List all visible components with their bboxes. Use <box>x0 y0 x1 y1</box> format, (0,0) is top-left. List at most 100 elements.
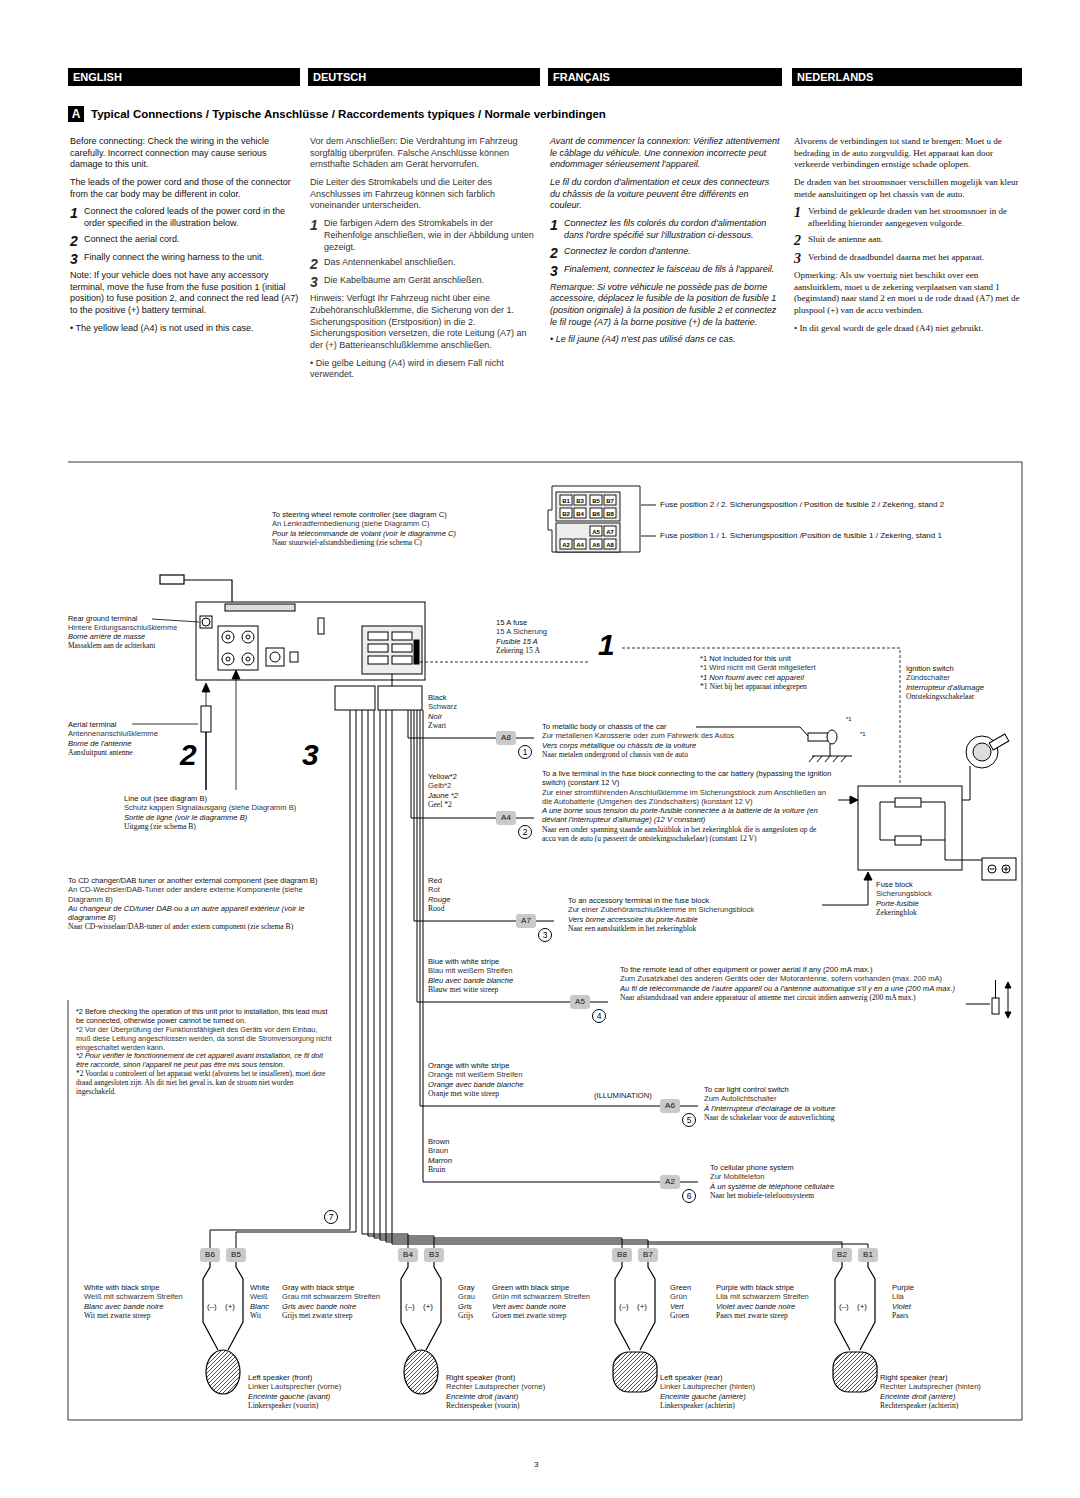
instruction-text: Avant de commencer la connexion: Vérifie… <box>550 136 780 171</box>
node-text: 5 <box>687 1115 692 1125</box>
step-text: Sluit de antenne aan. <box>808 234 883 248</box>
wire <box>368 710 434 1248</box>
label-group: Blue with white stripeBlau mit weißem St… <box>428 957 578 994</box>
annotation: To an accessory terminal in the fuse blo… <box>568 896 818 905</box>
label-group: (+) <box>225 1302 239 1312</box>
leader-line <box>622 648 900 784</box>
annotation: Zur einer stromführenden Anschlußklemme … <box>542 788 832 807</box>
instruction-column: Before connecting: Check the wiring in t… <box>70 136 300 340</box>
wire <box>680 1182 698 1183</box>
instruction-text: • Le fil jaune (A4) n'est pas utilisé da… <box>550 334 780 346</box>
step-row: 3Finally connect the wiring harness to t… <box>70 252 300 266</box>
step-number: 1 <box>598 630 622 660</box>
connector-pin-tag: A5 <box>570 995 590 1009</box>
ignition-switch <box>962 734 1009 800</box>
annotation: Rouge <box>428 895 490 904</box>
annotation: Grijs <box>458 1311 492 1320</box>
annotation: *2 Voordat u controleert of het apparaat… <box>76 1070 332 1097</box>
page-frame <box>68 1000 69 1420</box>
node-text: B6 <box>205 1250 215 1259</box>
annotation: *1 <box>860 731 874 738</box>
wiring-harness-plug <box>335 686 375 710</box>
annotation: Linker Lautsprecher (hinten) <box>660 1382 810 1391</box>
annotation: (–) <box>207 1302 221 1312</box>
annotation: Enceinte gauche (arrière) <box>660 1392 810 1401</box>
label-group: Left speaker (front)Linker Lautsprecher … <box>248 1373 398 1410</box>
annotation: Gray with black stripe <box>282 1283 394 1292</box>
step-number: 1 <box>794 206 808 229</box>
power-aerial-symbol <box>966 1004 990 1005</box>
wiring-harness-plug <box>378 686 422 710</box>
wiring-harness-plug <box>392 674 393 686</box>
connector-pin-tag: B4 <box>398 1248 418 1262</box>
pin-name: A2 <box>560 540 572 550</box>
connector-pin-tag: A4 <box>496 811 516 825</box>
fuse-block <box>864 872 872 880</box>
connector-pin-tag: B3 <box>424 1248 444 1262</box>
callout-number: 3 <box>538 928 552 942</box>
annotation: Blanc <box>250 1302 282 1311</box>
iso-connector <box>548 486 656 552</box>
fuse-block <box>880 802 881 840</box>
annotation: Purple with black stripe <box>716 1283 828 1292</box>
speaker-symbol <box>206 1350 240 1394</box>
annotation: Blue with white stripe <box>428 957 578 966</box>
speaker-symbol <box>613 1352 657 1392</box>
label-group: Line out (see diagram B)Schutz kappen Si… <box>124 794 324 831</box>
annotation: (+) <box>637 1302 651 1312</box>
instruction-text: Opmerking: Als uw voertuig niet beschikt… <box>794 270 1022 317</box>
annotation: Jaune *2 <box>428 791 490 800</box>
aerial-plug <box>201 706 211 790</box>
label-group: B7 <box>604 496 616 506</box>
steering-remote-cable <box>184 580 232 602</box>
iso-connector <box>560 539 572 549</box>
label-group: To steering wheel remote controller (see… <box>272 510 457 547</box>
head-unit <box>218 626 258 670</box>
annotation: 15 A fuse <box>496 618 586 627</box>
instruction-text: Vor dem Anschließen: Die Verdrahtung im … <box>310 136 538 171</box>
head-unit <box>392 656 412 664</box>
label-group: Ignition switchZündschalterInterrupteur … <box>906 664 1018 701</box>
label-group: B4 <box>574 509 586 519</box>
iso-connector <box>574 495 586 505</box>
iso-connector <box>641 505 656 506</box>
label-group: Right speaker (front)Rechter Lautspreche… <box>446 1373 596 1410</box>
head-unit <box>392 632 412 640</box>
instruction-text: Remarque: Si votre véhicule ne possède p… <box>550 282 780 329</box>
annotation: (+) <box>857 1302 871 1312</box>
pin-name: B2 <box>560 509 572 519</box>
label-group: (–) <box>207 1302 221 1312</box>
annotation: Oranje met witte streep <box>428 1089 588 1098</box>
leader-line <box>236 676 237 790</box>
annotation: Ignition switch <box>906 664 1018 673</box>
label-group: 2 <box>180 740 204 770</box>
steering-remote-cable <box>160 575 184 584</box>
instruction-column: Vor dem Anschließen: Die Verdrahtung im … <box>310 136 538 387</box>
leader-line <box>152 619 199 622</box>
instruction-text: • In dit geval wordt de gele draad (A4) … <box>794 323 1022 335</box>
iso-connector <box>556 492 620 521</box>
annotation: Grün <box>670 1292 712 1301</box>
label-group: WhiteWeißBlancWit <box>250 1283 282 1320</box>
annotation: Rechter Lautsprecher (hinten) <box>880 1382 1016 1391</box>
iso-connector <box>604 526 616 536</box>
callout-number: 4 <box>592 1009 606 1023</box>
node-text: A5 <box>575 997 585 1006</box>
connector-pin-tag: A7 <box>516 914 536 928</box>
aerial-plug <box>205 732 207 790</box>
annotation: (+) <box>225 1302 239 1312</box>
head-unit <box>318 618 324 634</box>
annotation: Sortie de ligne (voir le diagramme B) <box>124 813 324 822</box>
power-aerial-symbol <box>995 980 996 998</box>
annotation: Fuse block <box>876 880 976 889</box>
annotation: Hintere Erdungsanschlußklemme <box>68 623 192 632</box>
annotation: Au changeur de CD/tuner DAB ou à un autr… <box>68 904 330 923</box>
annotation: Zum Zusatzkabel des anderen Geräts oder … <box>620 974 960 983</box>
annotation: Right speaker (front) <box>446 1373 596 1382</box>
iso-connector <box>604 539 616 549</box>
node-text: B8 <box>617 1250 627 1259</box>
step-row: 1Die farbigen Adern des Stromkabels in d… <box>310 218 538 253</box>
battery-symbol <box>982 858 1016 880</box>
annotation: Green <box>670 1283 712 1292</box>
annotation: *1 Niet bij het apparaat inbegrepen <box>700 682 890 691</box>
